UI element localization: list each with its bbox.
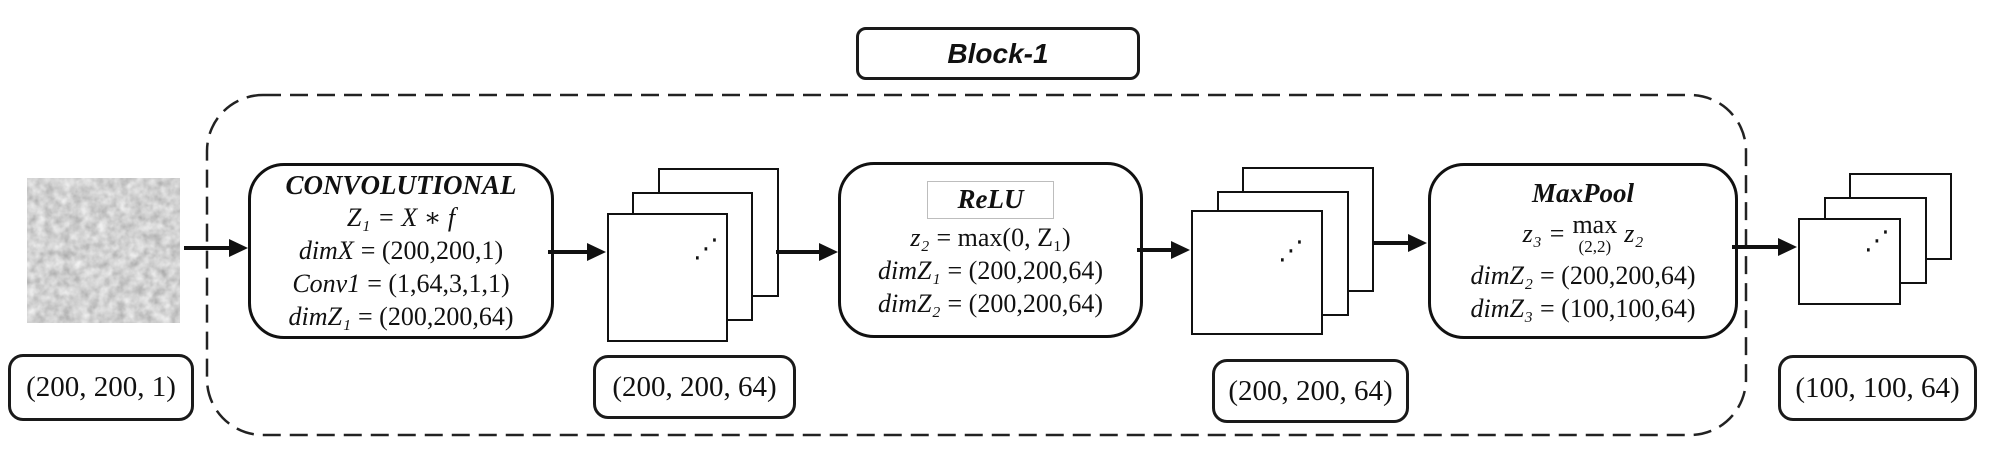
feature-map [1798, 218, 1901, 305]
relu-layer-box: ReLU z₂ = max(0, Z₁) dimZ₁ = (200,200,64… [838, 162, 1143, 338]
arrow-input-to-conv [184, 239, 248, 257]
equation-line: dimZ₁ = (200,200,64) [288, 302, 514, 331]
maxpool-layer-title: MaxPool [1531, 178, 1634, 209]
arrow-stack2-to-maxpool [1372, 234, 1427, 252]
equation-line: Z₁ = X ∗ f [346, 203, 456, 232]
equation-line: dimZ₁ = (200,200,64) [878, 255, 1103, 285]
stack1-dim-label: (200, 200, 64) [593, 355, 796, 419]
output-dim-label: (100, 100, 64) [1778, 355, 1977, 421]
input-dim-label: (200, 200, 1) [8, 354, 194, 421]
equation-line: z₂ = max(0, Z₁) [910, 222, 1071, 252]
stack2-dim-label: (200, 200, 64) [1212, 359, 1409, 423]
diagonal-ellipsis-icon: ⋰ [693, 234, 719, 264]
block-title-box: Block-1 [856, 27, 1140, 80]
equation-line: dimZ₃ = (100,100,64) [1470, 293, 1696, 323]
equation-line: dimX = (200,200,1) [298, 236, 504, 265]
input-dim-text: (200, 200, 1) [26, 371, 176, 403]
arrow-conv-to-stack1 [548, 243, 606, 261]
arrow-relu-to-stack2 [1137, 241, 1190, 259]
diagonal-ellipsis-icon: ⋰ [1864, 226, 1890, 256]
arrow-stack1-to-relu [776, 243, 838, 261]
diagonal-ellipsis-icon: ⋰ [1278, 236, 1304, 266]
output-dim-text: (100, 100, 64) [1795, 371, 1960, 404]
feature-map [607, 213, 728, 342]
equation-line: dimZ₂ = (200,200,64) [1470, 260, 1696, 290]
maxpool-layer-box: MaxPool z₃ = max (2,2) z₂ dimZ₂ = (200,2… [1428, 163, 1738, 339]
equation-line: dimZ₂ = (200,200,64) [878, 288, 1103, 318]
relu-title-frame: ReLU [926, 180, 1055, 219]
relu-layer-title: ReLU [957, 183, 1024, 214]
arrow-maxpool-to-output [1732, 238, 1797, 256]
block-title: Block-1 [947, 37, 1049, 69]
conv-layer-title: CONVOLUTIONAL [285, 170, 517, 200]
stack1-dim-text: (200, 200, 64) [612, 370, 777, 403]
equation-line: Conv1 = (1,64,3,1,1) [292, 269, 510, 298]
maxpool-equation: z₃ = max (2,2) z₂ [1522, 210, 1644, 256]
block-dashed-boundary [205, 93, 1748, 437]
feature-map [1191, 210, 1323, 335]
conv-layer-box: CONVOLUTIONAL Z₁ = X ∗ f dimX = (200,200… [248, 163, 554, 339]
input-image [27, 178, 180, 323]
max-over-window: max (2,2) [1572, 210, 1618, 256]
stack2-dim-text: (200, 200, 64) [1228, 374, 1393, 407]
